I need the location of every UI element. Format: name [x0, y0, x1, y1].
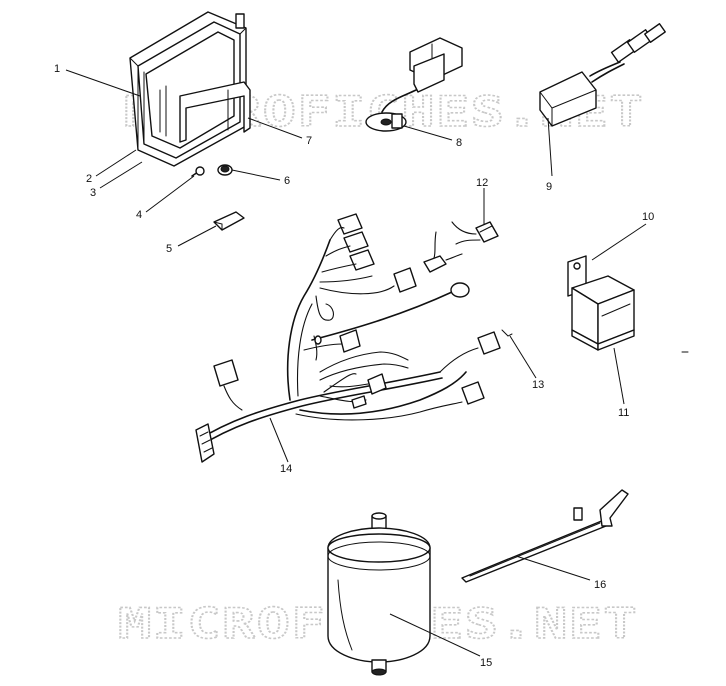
callout-13: 13 — [532, 379, 544, 391]
callout-16: 16 — [594, 579, 606, 591]
callout-12: 12 — [476, 177, 488, 189]
callout-8: 8 — [456, 137, 462, 149]
callout-10: 10 — [642, 211, 654, 223]
callout-15: 15 — [480, 657, 492, 669]
callout-9: 9 — [546, 181, 552, 193]
fuel-filter-part-15 — [327, 512, 431, 676]
callout-numbers: 1 2 3 4 5 6 7 8 9 10 11 12 13 14 15 16 — [54, 63, 654, 669]
grommet-part-6 — [217, 164, 233, 176]
relay-part-10 — [567, 255, 635, 345]
sensor-part-8 — [365, 37, 463, 132]
connector-part-5 — [213, 211, 245, 231]
connector-part-12 — [423, 221, 499, 273]
callout-11: 11 — [618, 407, 629, 419]
callout-1: 1 — [54, 63, 60, 75]
screw-part-4 — [191, 166, 205, 177]
wire-harness-part-14 — [195, 213, 513, 463]
ecu-assembly — [129, 11, 251, 167]
callout-7: 7 — [306, 135, 312, 147]
callout-14: 14 — [280, 463, 292, 475]
callout-2: 2 — [86, 173, 92, 185]
callout-4: 4 — [136, 209, 142, 221]
module-part-9 — [539, 23, 666, 127]
relay-base-part-11 — [571, 329, 635, 351]
callout-6: 6 — [284, 175, 290, 187]
callout-3: 3 — [90, 187, 96, 199]
leader-lines — [65, 69, 647, 657]
cable-tie-part-16 — [461, 489, 629, 583]
callout-5: 5 — [166, 243, 172, 255]
